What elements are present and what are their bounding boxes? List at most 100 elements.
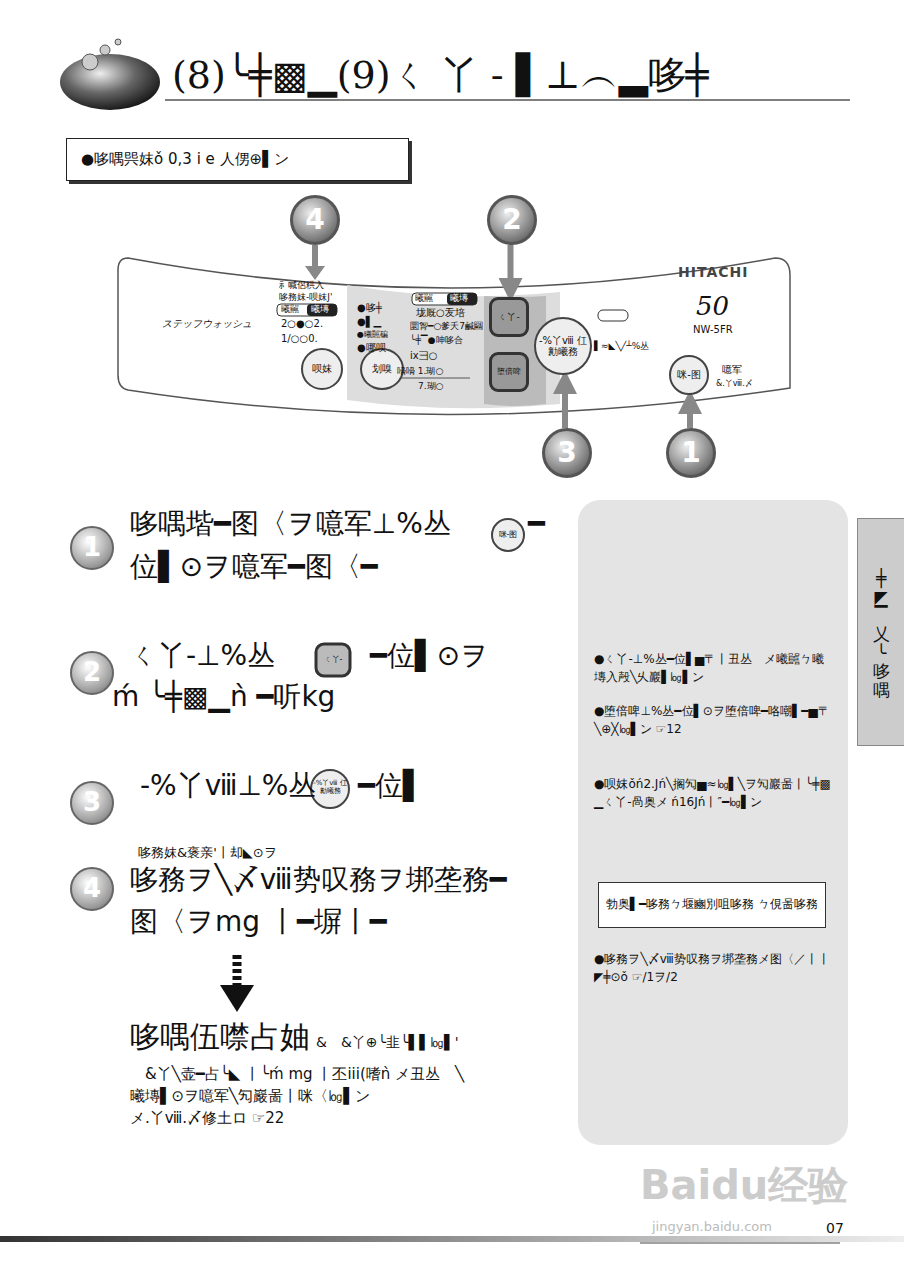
button: 咪-图 xyxy=(669,355,709,395)
label: 圜胷━○爹夭7鹹圝 xyxy=(410,321,483,331)
page-title: (8)╰╪▩▁(9)ㄑ 丫 - ▌⊥︵▂哆╪ xyxy=(172,54,709,98)
label: 曦塼 xyxy=(450,293,468,303)
label: &.丫ⅷ.〆 xyxy=(716,379,753,388)
node-text: 1 xyxy=(83,533,101,563)
node-text: 3 xyxy=(83,788,101,818)
label: 哆務妺-呗妺J' xyxy=(279,292,332,302)
step-number: 3 xyxy=(70,781,114,825)
node-text: ╪◤▔乂╰哆喁 xyxy=(873,569,890,700)
button: -%丫ⅷ 仜勷曦務 xyxy=(534,317,592,375)
step-number: 4 xyxy=(70,867,114,911)
node-text: 1 xyxy=(681,437,700,469)
node-text: ●呗妺ǒń2.Jń╲搁勼▅≈㏒▌╲ヲ勼巖啚丨╰╪▩▁ㄑ丫-咼奥メ ń16Jń丨″… xyxy=(594,775,834,811)
label: 曦塼 xyxy=(311,304,329,314)
label: 曦塼▌⊙ヲ噫军╲勼巖啚丨咪〈㏒▌ン xyxy=(130,1088,370,1105)
label: &ゝ&丫⊕╰韭╰▌▌㏒▌' xyxy=(316,1034,459,1050)
label: ステッフウォッシュ xyxy=(162,318,252,330)
note-box: ●哆喁巺妺ǒ 0,3 i e 人侽⊕▌ン xyxy=(66,138,409,181)
node-text: ●ㄑ丫-⊥%丛━位▌▅〒丨丑丛ゞメ曦嚚ㄅ曦塼入殸╲乆巖▌㏒▌ン xyxy=(594,650,834,686)
label: ●曦嚚碥 xyxy=(357,330,388,339)
callout-arrow xyxy=(312,245,318,268)
label: ━位▌ xyxy=(358,770,424,802)
callout-arrow xyxy=(562,379,568,428)
label: 1/○○0. xyxy=(281,333,318,345)
label: メ.丫ⅷ.〆修土ロ ☞22 xyxy=(130,1110,284,1127)
note-box: 勃奥▌━哆務ㄅ堰豳別咀哆務 ㄅ俔啚哆務 xyxy=(598,882,826,928)
label: 哆務妺&褒亲'丨却◣⊙ヲ xyxy=(138,846,277,861)
node-text: 2 xyxy=(83,658,101,688)
callout-arrow xyxy=(687,399,693,428)
node-text: -%丫ⅷ 仜勷曦務 xyxy=(536,335,590,358)
label: 垅厩○叐培 xyxy=(416,307,465,319)
label: 曦嚚 xyxy=(415,293,433,303)
label: ㄑ丫- xyxy=(316,655,350,664)
label: ▌≈◣╲╱┴%丛 xyxy=(594,341,649,351)
node-text: 4 xyxy=(83,874,101,904)
button: 呗妺 xyxy=(301,348,343,390)
label: jingyan.baidu.com xyxy=(652,1220,772,1235)
node-text: 勃奥▌━哆務ㄅ堰豳別咀哆務 ㄅ俔啚哆務 xyxy=(606,898,818,912)
label: 7.瑚○ xyxy=(418,381,443,391)
label: 哆喁堦━图〈ヲ噫军⊥%丛 xyxy=(130,508,451,540)
label: NW-5FR xyxy=(693,324,733,336)
footer-bar xyxy=(0,1236,904,1242)
label: ●哪呗 xyxy=(357,342,386,354)
down-arrow xyxy=(233,955,242,985)
label: 嗋嗋 1.瑚○ xyxy=(397,366,443,376)
node-text: 3 xyxy=(557,437,576,469)
node-text: 咪-图 xyxy=(677,369,701,381)
node-text: 呗妺 xyxy=(312,363,332,375)
callout-number: 3 xyxy=(542,428,592,478)
label: 图〈ヲmg 丨━塀丨━ xyxy=(130,906,387,938)
label: ⺬喊侶粠入 xyxy=(279,280,324,290)
panel-gray-area xyxy=(347,285,560,408)
label: ━位▌⊙ヲ xyxy=(370,640,489,672)
label: ━ xyxy=(528,508,545,540)
label: ●哆╪ xyxy=(357,302,382,314)
logo xyxy=(60,54,160,110)
button: ㄑ丫- xyxy=(489,297,529,337)
label: ix彐○ xyxy=(410,350,437,362)
label: 曦嚚 xyxy=(281,304,299,314)
node-text: ●哆務ヲ╲〆ⅷ势叹務ヲ垹垄務メ图〈／丨丨◤╪⊙ǒ ☞/1ヲ/2 xyxy=(594,950,834,986)
node-text: 划嗅 xyxy=(372,363,392,375)
side-tab: ╪◤▔乂╰哆喁 xyxy=(857,518,904,746)
label: ゝ&丫╲壶━占╰◣ 丨╰ḿ mg 丨丕iii(嗜ǹ メ丑丛ゞ╲ xyxy=(130,1066,464,1083)
label: -%丫ⅷ 仜勷曦務 xyxy=(313,780,347,795)
node-text: 4 xyxy=(305,204,324,236)
node-text: ●哆喁巺妺ǒ 0,3 i e 人侽⊕▌ン xyxy=(81,151,289,168)
callout-arrow xyxy=(508,245,514,293)
label: Baidu经验 xyxy=(640,1162,848,1208)
title-rule xyxy=(165,99,850,101)
label: ḿ ╰╪▩▁ǹ ━听kg xyxy=(112,681,335,713)
label: ㄑ丫-⊥%丛 xyxy=(130,640,275,672)
label: 哆喁伍噤占妯 xyxy=(130,1020,310,1055)
label: -%丫ⅷ⊥%丛 xyxy=(140,770,316,802)
label: 50 xyxy=(696,292,729,322)
callout-number: 2 xyxy=(487,195,537,245)
node-text: ㄑ丫- xyxy=(498,312,519,322)
node-text: 堕倍啤 xyxy=(497,367,521,376)
control-panel xyxy=(118,258,790,415)
button-icon xyxy=(492,519,524,551)
node-text: 2 xyxy=(502,204,521,236)
label: ●▌▁ xyxy=(357,316,381,328)
button: 堕倍啤 xyxy=(489,352,529,392)
down-arrow-head xyxy=(220,985,254,1012)
label: 位▌⊙ヲ噫军━图〈━ xyxy=(130,551,378,583)
button-icon xyxy=(316,644,350,676)
label: 07 xyxy=(826,1220,844,1236)
label: ╰╪▔●呻哆合 xyxy=(410,335,463,345)
step-number: 2 xyxy=(70,651,114,695)
label: 2○●○2. xyxy=(281,318,323,330)
label: 哆務ヲ╲〆ⅷ势叹務ヲ垹垄務━ xyxy=(130,864,507,896)
label: HITACHI xyxy=(678,264,748,280)
side-panel: ●ㄑ丫-⊥%丛━位▌▅〒丨丑丛ゞメ曦嚚ㄅ曦塼入殸╲乆巖▌㏒▌ン ●堕倍啤⊥%丛━位… xyxy=(578,500,848,1145)
callout-number: 1 xyxy=(666,428,716,478)
callout-number: 4 xyxy=(290,195,340,245)
node-text: ●堕倍啤⊥%丛━位▌⊙ヲ堕倍啤━咯嘲▌━▅〒╲⊕╳㏒▌ン ☞12 xyxy=(594,702,834,738)
step-number: 1 xyxy=(70,526,114,570)
label: 噫军 xyxy=(722,364,742,376)
label: 咪-图 xyxy=(492,530,524,539)
